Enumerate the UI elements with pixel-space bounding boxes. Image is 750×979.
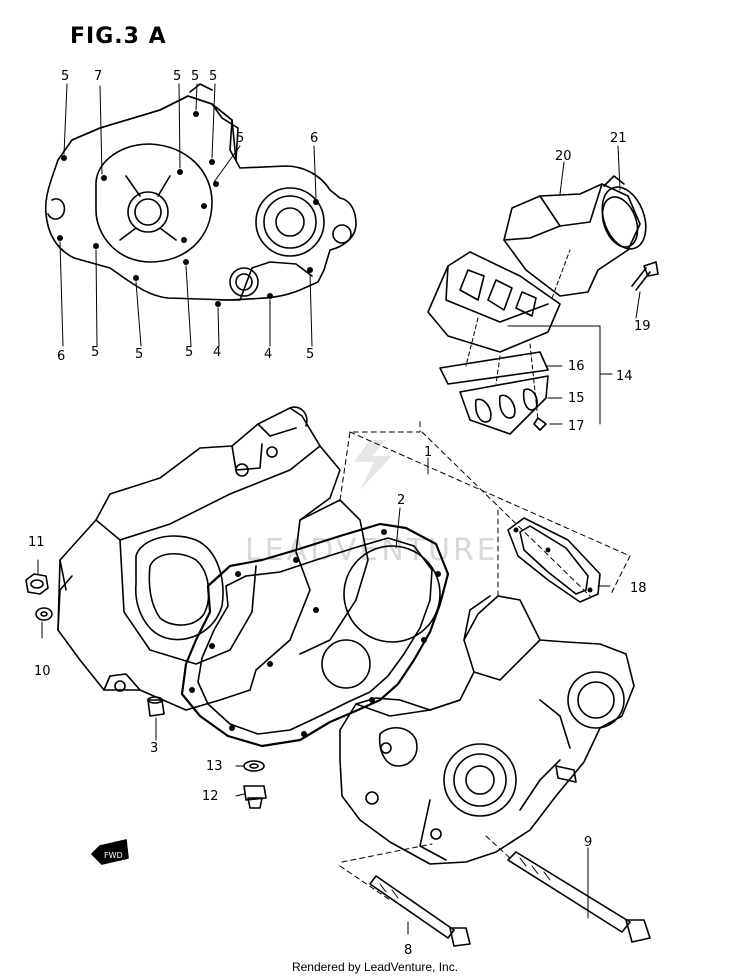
callout-leaders xyxy=(38,458,610,934)
assembly-lines xyxy=(340,420,630,900)
main-callout-labels: 1 2 11 10 3 13 12 18 9 8 xyxy=(28,445,647,958)
intake-assembly xyxy=(428,146,658,434)
callout-5: 5 xyxy=(61,69,69,84)
callout-18: 18 xyxy=(630,581,647,596)
gasket-13 xyxy=(244,761,264,771)
callout-6: 6 xyxy=(57,349,65,364)
callout-6: 6 xyxy=(310,131,318,146)
inset-callout-labels: 5 7 5 5 5 5 6 6 5 5 5 4 4 5 xyxy=(57,69,318,364)
callout-5: 5 xyxy=(209,69,217,84)
callout-3: 3 xyxy=(150,741,158,756)
callout-1: 1 xyxy=(424,445,432,460)
callout-5: 5 xyxy=(91,345,99,360)
callout-5: 5 xyxy=(173,69,181,84)
dowel-pin-3 xyxy=(148,697,164,716)
fwd-label: FWD xyxy=(104,851,123,860)
bolt-8 xyxy=(370,876,470,946)
callout-14: 14 xyxy=(616,369,633,384)
callout-21: 21 xyxy=(610,131,627,146)
callout-8: 8 xyxy=(404,943,412,958)
washer-10 xyxy=(36,608,52,620)
callout-2: 2 xyxy=(397,493,405,508)
drain-plug-12 xyxy=(244,786,266,808)
nut-11 xyxy=(26,574,48,594)
callout-5: 5 xyxy=(185,345,193,360)
callout-5: 5 xyxy=(306,347,314,362)
intake-callout-labels: 21 20 19 16 15 14 17 xyxy=(555,131,651,434)
reed-gasket xyxy=(508,518,600,602)
callout-5: 5 xyxy=(236,131,244,146)
callout-10: 10 xyxy=(34,664,51,679)
bolt-9 xyxy=(508,852,650,942)
callout-9: 9 xyxy=(584,835,592,850)
callout-7: 7 xyxy=(94,69,102,84)
callout-17: 17 xyxy=(568,419,585,434)
callout-11: 11 xyxy=(28,535,45,550)
callout-15: 15 xyxy=(568,391,585,406)
crankcase-right-half xyxy=(340,596,634,864)
callout-20: 20 xyxy=(555,149,572,164)
callout-13: 13 xyxy=(206,759,223,774)
callout-4: 4 xyxy=(264,347,272,362)
callout-5: 5 xyxy=(191,69,199,84)
callout-12: 12 xyxy=(202,789,219,804)
fwd-direction-badge: FWD xyxy=(92,840,128,864)
crankcase-gasket xyxy=(182,524,448,746)
callout-19: 19 xyxy=(634,319,651,334)
inset-crankcase-view xyxy=(46,84,356,346)
callout-16: 16 xyxy=(568,359,585,374)
watermark: LEADVENTURE xyxy=(245,440,496,568)
callout-5: 5 xyxy=(135,347,143,362)
callout-4: 4 xyxy=(213,345,221,360)
figure-title: FIG.3 A xyxy=(70,24,167,49)
footer-credit: Rendered by LeadVenture, Inc. xyxy=(291,960,459,974)
